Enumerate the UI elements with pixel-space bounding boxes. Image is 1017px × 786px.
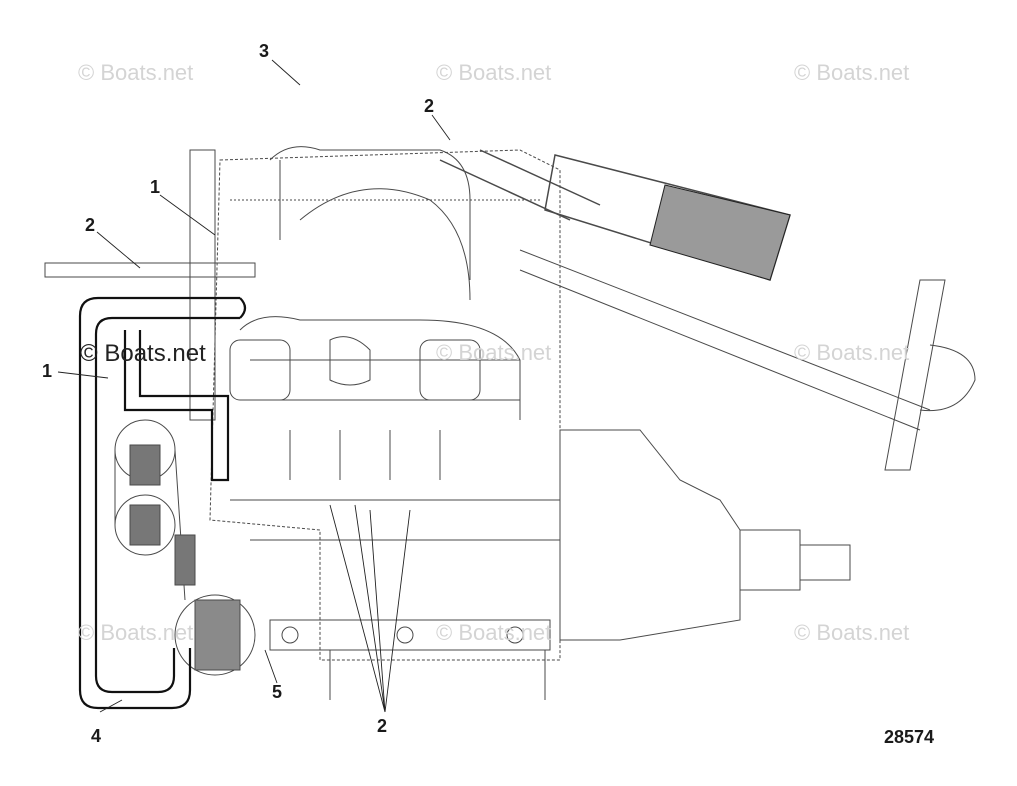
callout-1-left: 1 [42, 361, 53, 381]
manifold [229, 146, 521, 480]
watermark-8: © Boats.net [794, 620, 910, 645]
watermark-3: © Boats.net [794, 60, 910, 85]
watermark-main: © Boats.net [80, 340, 206, 367]
figure-number: 28574 [884, 727, 935, 747]
callout-2-top: 2 [424, 96, 435, 116]
watermark-6: © Boats.net [78, 620, 194, 645]
leader-lines [57, 59, 451, 713]
watermark-5: © Boats.net [794, 340, 910, 365]
callout-4: 4 [91, 726, 102, 746]
callout-1-upper: 1 [150, 177, 161, 197]
watermark-4: © Boats.net [436, 340, 552, 365]
watermark-7: © Boats.net [436, 620, 552, 645]
callout-3: 3 [259, 41, 270, 61]
watermark-2: © Boats.net [436, 60, 552, 85]
air-filter [439, 149, 976, 471]
callout-2-left: 2 [85, 215, 96, 235]
callout-5: 5 [272, 682, 283, 702]
cross-bracket [44, 149, 256, 421]
pulleys [114, 419, 256, 676]
watermark-1: © Boats.net [78, 60, 194, 85]
engine-block [209, 149, 561, 700]
transmission [559, 429, 851, 641]
coolant-hose [78, 296, 247, 710]
callout-2-bottom: 2 [377, 716, 388, 736]
